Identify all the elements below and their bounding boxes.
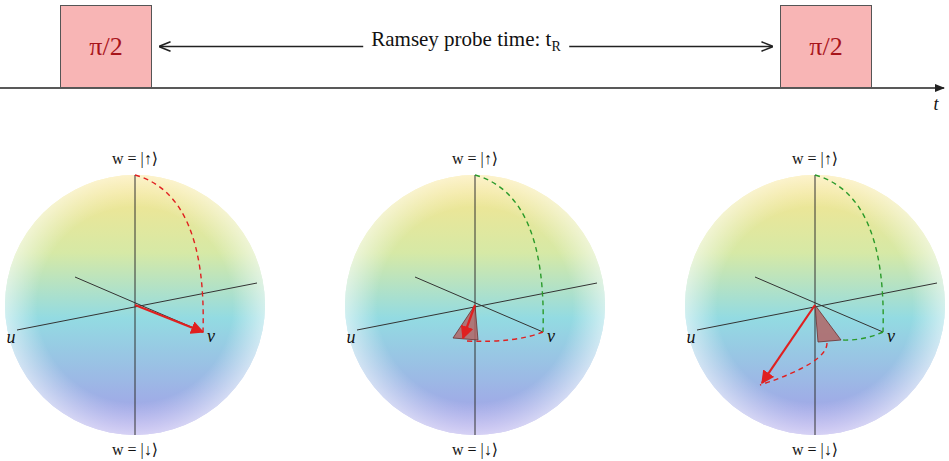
bloch-sphere	[5, 175, 265, 435]
pulse-box: π/2	[780, 5, 872, 88]
state-label: w = |↓⟩	[792, 442, 838, 458]
axis-label: u	[7, 328, 16, 346]
axis-label: u	[347, 328, 356, 346]
state-label: w = |↓⟩	[452, 442, 498, 458]
state-label: w = |↓⟩	[112, 442, 158, 458]
axis-label: v	[887, 327, 895, 345]
edge-label: Ramsey probe time: tR	[363, 28, 569, 55]
axis-label: v	[547, 327, 555, 345]
state-label: w = |↑⟩	[112, 151, 158, 167]
pulse-label: π/2	[89, 32, 122, 62]
axis-label: v	[207, 327, 215, 345]
bloch-sphere	[685, 175, 945, 435]
pulse-label: π/2	[809, 32, 842, 62]
state-label: w = |↑⟩	[452, 151, 498, 167]
axis-label: u	[687, 328, 696, 346]
pulse-box: π/2	[60, 5, 152, 88]
bloch-sphere	[345, 175, 605, 435]
axis-label: t	[933, 95, 938, 113]
state-label: w = |↑⟩	[792, 151, 838, 167]
